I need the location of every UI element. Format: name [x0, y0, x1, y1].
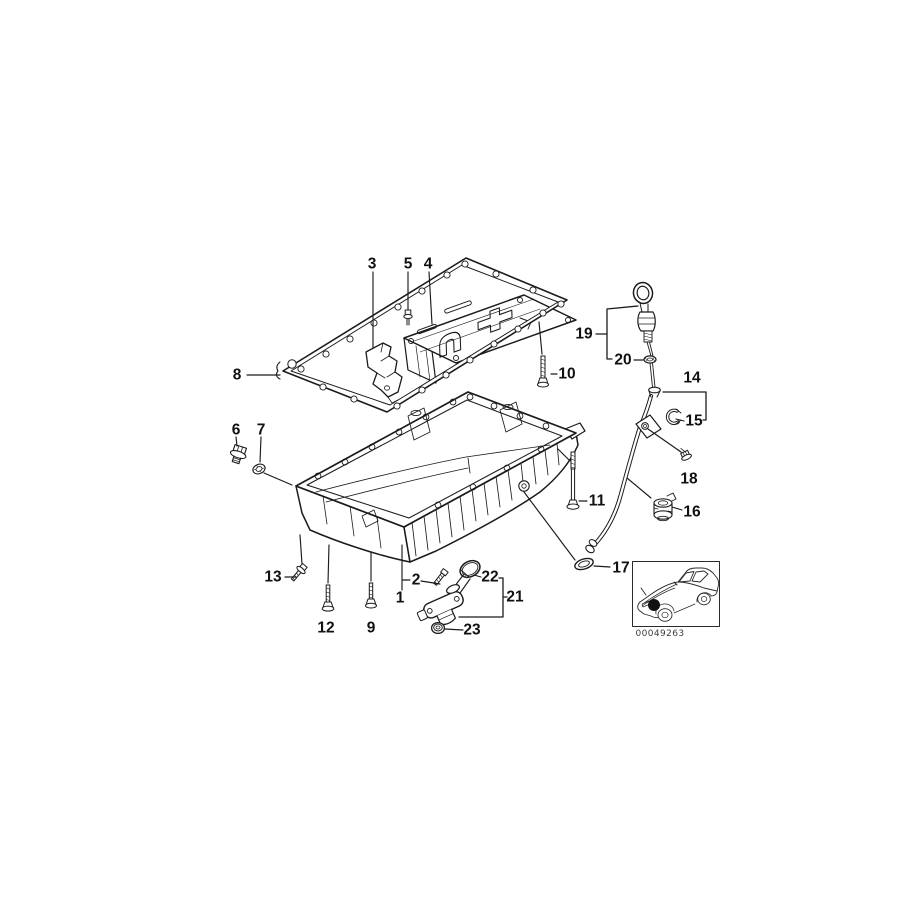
oil-pan-gasket [275, 257, 568, 413]
callout-1[interactable]: 1 [395, 589, 405, 607]
callout-19[interactable]: 19 [575, 325, 593, 343]
callout-6[interactable]: 6 [231, 421, 241, 439]
nut-23 [430, 621, 446, 635]
leader-2 [401, 579, 441, 585]
callout-2[interactable]: 2 [411, 571, 421, 589]
dipstick-guide-tube [585, 386, 662, 554]
leader-lines [235, 271, 707, 631]
callout-20[interactable]: 20 [614, 351, 632, 369]
leader-6 [235, 436, 238, 447]
leader-11 [557, 448, 588, 502]
tube-seal-17 [574, 557, 594, 571]
screw-13 [290, 562, 308, 582]
bolt-18 [677, 448, 692, 461]
leader-10 [538, 321, 558, 375]
callout-15[interactable]: 15 [685, 412, 703, 430]
callout-13[interactable]: 13 [264, 568, 282, 586]
screw-5 [403, 309, 413, 326]
dipstick-seal-20 [643, 355, 657, 364]
callout-14[interactable]: 14 [683, 369, 701, 387]
dipstick [632, 281, 656, 388]
baffle-plate [403, 294, 577, 384]
leader-18 [647, 428, 682, 453]
screw-9 [365, 582, 377, 609]
callout-16[interactable]: 16 [683, 503, 701, 521]
vehicle-inset [632, 561, 720, 627]
bracket-21 [458, 577, 508, 618]
callout-7[interactable]: 7 [256, 421, 266, 439]
inset-image-id: 00049263 [635, 629, 685, 639]
callout-12[interactable]: 12 [317, 619, 335, 637]
support-bracket [365, 342, 403, 404]
screw-12 [321, 584, 335, 612]
leader-22 [473, 574, 482, 578]
vehicle-illustration [637, 567, 720, 622]
callout-3[interactable]: 3 [367, 255, 377, 273]
leader-15 [675, 418, 685, 422]
bolt-10 [537, 355, 549, 388]
tube-clamp-15 [665, 408, 682, 425]
bolt-11 [566, 451, 580, 510]
callout-8[interactable]: 8 [232, 366, 242, 384]
tube-holder-16 [653, 492, 677, 522]
bracket-14 [662, 391, 707, 421]
callout-21[interactable]: 21 [506, 588, 524, 606]
callout-18[interactable]: 18 [680, 470, 698, 488]
callout-17[interactable]: 17 [612, 559, 630, 577]
leader-7-to-pan [263, 472, 293, 486]
leader-12 [327, 544, 330, 584]
oil-level-sensor-21 [416, 569, 471, 626]
callout-23[interactable]: 23 [463, 621, 481, 639]
leader-7 [259, 436, 262, 463]
callout-4[interactable]: 4 [423, 255, 433, 273]
callout-9[interactable]: 9 [366, 619, 376, 637]
leader-4 [428, 271, 433, 325]
bolt-2 [433, 568, 449, 586]
callout-10[interactable]: 10 [558, 365, 576, 383]
leader-23 [444, 628, 464, 631]
callout-22[interactable]: 22 [481, 568, 499, 586]
callout-5[interactable]: 5 [403, 255, 413, 273]
callout-11[interactable]: 11 [588, 492, 606, 510]
leader-17 [523, 491, 611, 568]
oil-pan [295, 391, 586, 563]
leader-16 [626, 477, 683, 511]
drain-plug-washer-7 [252, 463, 266, 475]
leader-13 [284, 534, 303, 578]
drain-plug-6 [229, 444, 248, 465]
part-location-dot [648, 599, 660, 611]
bracket-19 [595, 305, 639, 360]
